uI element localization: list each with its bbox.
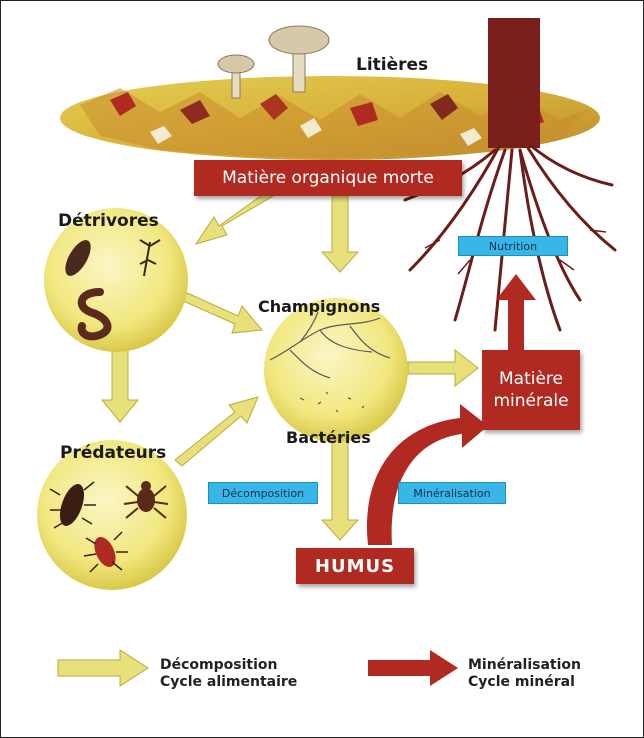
legend-red-line1: Minéralisation [468, 657, 581, 674]
dead-organic-matter-label: Matière organique morte [222, 168, 434, 188]
label-detritivores: Détrivores [58, 211, 159, 231]
fungi-circle [264, 298, 408, 442]
mineralisation-tag-label: Minéralisation [413, 487, 490, 500]
legend-yellow-line1: Décomposition [160, 657, 297, 674]
label-bacteria: Bactéries [286, 428, 371, 447]
mineral-matter-line2: minérale [493, 390, 568, 412]
legend-yellow-text: Décomposition Cycle alimentaire [160, 657, 297, 691]
dead-organic-matter-box: Matière organique morte [194, 160, 462, 196]
legend-red-text: Minéralisation Cycle minéral [468, 657, 581, 691]
mineral-matter-box: Matière minérale [482, 350, 580, 430]
humus-label: HUMUS [315, 556, 395, 577]
label-litter: Litières [356, 55, 428, 75]
mineralisation-tag: Minéralisation [398, 482, 506, 504]
legend-red-line2: Cycle minéral [468, 674, 581, 691]
nutrition-tag-label: Nutrition [489, 240, 537, 253]
legend-yellow-arrow [58, 650, 148, 686]
label-fungi: Champignons [258, 297, 380, 316]
label-predators: Prédateurs [60, 443, 166, 463]
decomposition-tag-label: Décomposition [222, 487, 304, 500]
legend-red-arrow [368, 650, 458, 686]
legend-yellow-line2: Cycle alimentaire [160, 674, 297, 691]
decomposition-tag: Décomposition [208, 482, 318, 504]
mineral-matter-line1: Matière [499, 368, 563, 390]
nutrition-tag: Nutrition [458, 236, 568, 256]
humus-box: HUMUS [296, 548, 414, 584]
